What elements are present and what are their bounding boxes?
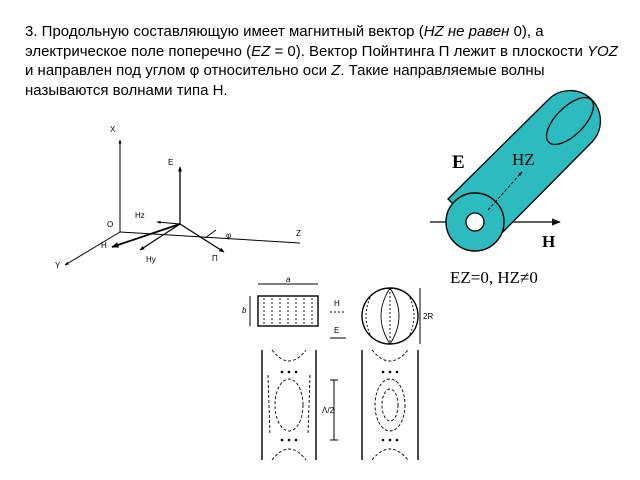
round-guide-dots bbox=[381, 370, 399, 442]
phi-arc bbox=[204, 229, 217, 239]
e-vector-label: E bbox=[168, 158, 173, 167]
cylinder-diagram: E HZ H EZ=0, HZ≠0 bbox=[430, 89, 602, 287]
para-z-term: Z bbox=[331, 62, 341, 79]
origin-label: O bbox=[107, 220, 113, 229]
cylinder-e-label: E bbox=[452, 152, 465, 173]
para-part-3: 0), а электрическое поле поперечно ( bbox=[25, 23, 544, 60]
dim-a-label: a bbox=[286, 275, 291, 284]
para-part-7: и направлен под углом φ относительно оси bbox=[25, 62, 332, 79]
phi-label: φ bbox=[226, 231, 231, 240]
para-part-5: = 0). Вектор Пойнтинга П лежит в плоскос… bbox=[270, 42, 587, 60]
x-axis-label: X bbox=[110, 125, 116, 134]
para-hz-term: HZ не равен bbox=[423, 23, 510, 40]
cylinder-back-cap bbox=[545, 96, 595, 146]
hz-vector-label: Hz bbox=[135, 211, 145, 220]
z-axis bbox=[119, 231, 301, 244]
field-pattern-diagram bbox=[249, 283, 421, 461]
legend-h-label: H bbox=[334, 299, 340, 308]
hz-arrow bbox=[487, 171, 523, 211]
dim-b-label: b bbox=[242, 306, 247, 315]
y-axis-label: Y bbox=[55, 261, 61, 270]
p-vector-label: П bbox=[212, 254, 218, 263]
round-guide-loops bbox=[371, 349, 409, 461]
rect-section bbox=[257, 295, 319, 327]
h-vector-label: H bbox=[101, 241, 107, 250]
cylinder-hz-label: HZ bbox=[512, 150, 535, 169]
field-pattern-labels: a b H E 2R Λ/2 bbox=[242, 275, 433, 415]
lambda-label: Λ/2 bbox=[322, 406, 335, 415]
hy-vector bbox=[139, 223, 181, 251]
para-yoz-term: YOZ bbox=[587, 42, 618, 60]
cylinder-h-label: H bbox=[542, 232, 555, 251]
z-axis-label: Z bbox=[296, 229, 301, 238]
round-field-lines bbox=[365, 287, 415, 345]
rect-field-lines bbox=[263, 298, 313, 324]
legend-e-label: E bbox=[334, 326, 339, 335]
para-part-1: 3. Продольную составляющую имеет магнитн… bbox=[25, 23, 424, 40]
cylinder-condition-label: EZ=0, HZ≠0 bbox=[450, 268, 538, 287]
hz-vector bbox=[156, 220, 181, 225]
y-axis bbox=[64, 231, 121, 266]
hy-vector-label: Hy bbox=[146, 255, 156, 264]
rect-guide-loops bbox=[267, 349, 311, 461]
dim-2r-label: 2R bbox=[423, 312, 433, 321]
h-vector bbox=[111, 223, 181, 248]
rect-guide-dots bbox=[280, 370, 298, 442]
cylinder-hole bbox=[465, 212, 485, 232]
para-ez-term: EZ bbox=[251, 42, 271, 60]
axes-diagram: X Y Z O E Hz H Hy П φ bbox=[55, 125, 301, 270]
poynting-vector bbox=[179, 223, 225, 253]
description-paragraph: 3. Продольную составляющую имеет магнитн… bbox=[25, 22, 625, 100]
para-part-9: . Такие направляемые волны называются во… bbox=[25, 62, 545, 99]
